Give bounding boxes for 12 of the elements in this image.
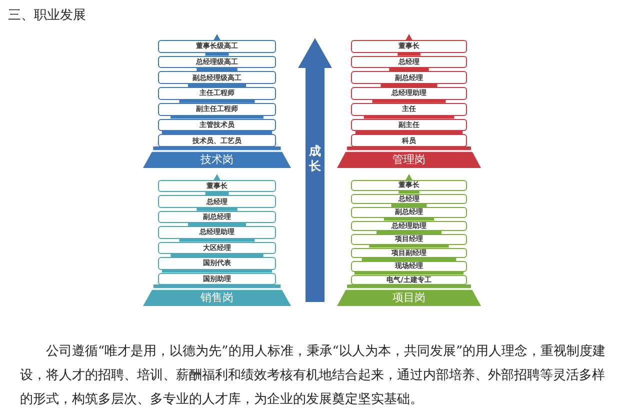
career-pyramid: [143, 34, 291, 168]
career-pyramid: [337, 174, 481, 306]
pyramid-base-label: 管理岗: [392, 153, 426, 167]
section-heading: 三、职业发展: [8, 7, 86, 24]
career-pyramid: [337, 34, 481, 168]
body-paragraph: 公司遵循“唯才是用，以德为先”的用人标准，秉承“以人为本，共同发展”的用人理念，重视制度建设，将人才的招聘、培训、薪酬福利和绩效考核有机地结合起来，通过内部培养、外部招聘等灵活多样的形式，构筑多层次、多专业的人才库，为企业的发展奠定坚实基础。: [20, 343, 607, 409]
career-pyramid: [143, 174, 291, 306]
pyramid-base-label: 销售岗: [200, 291, 234, 305]
pyramid-base-label: 技术岗: [200, 153, 234, 167]
pyramid-base-label: 项目岗: [392, 291, 426, 305]
arrow-label: 成长: [308, 144, 322, 174]
growth-arrow: [298, 38, 332, 302]
